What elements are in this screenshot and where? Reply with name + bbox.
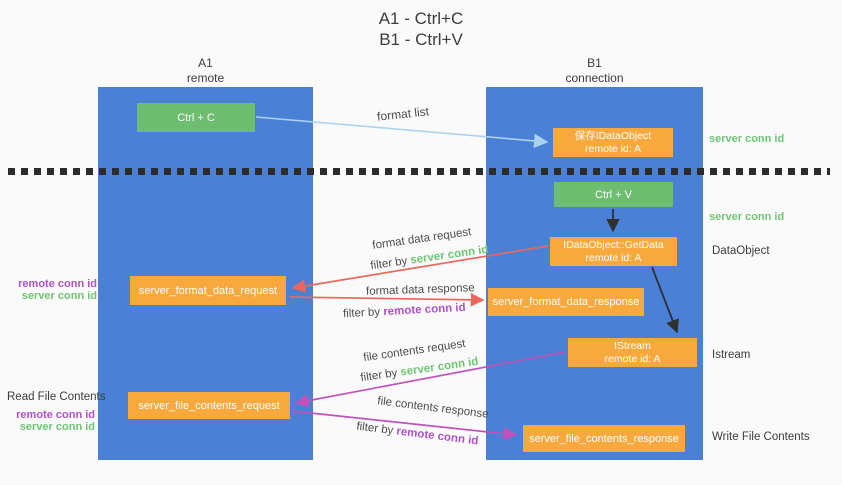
annotation-write-file-contents: Write File Contents [712,431,810,443]
diagram-title: A1 - Ctrl+C B1 - Ctrl+V [0,8,842,50]
annotation-istream: Istream [712,349,751,361]
lane-header-a1: A1 remote [98,56,313,86]
annotation-remote-conn-id-file: remote conn id [16,409,95,421]
node-istream-line2: remote id: A [604,352,661,365]
node-server-format-data-request: server_format_data_request [130,276,286,305]
label-server-conn-id-value: server conn id [409,243,490,267]
lane-a1-subtitle: remote [186,71,225,85]
label-format-data-response-filter: filter by remote conn id [343,302,466,320]
annotation-server-conn-id-format: server conn id [21,290,97,302]
annotation-server-conn-id-file: server conn id [19,421,95,433]
node-save-idataobject-line1: 保存IDataObject [574,129,652,142]
label-remote-conn-id-value: remote conn id [382,301,466,319]
label-format-list: format list [376,104,430,124]
annotation-left-format-ids: remote conn id server conn id [0,278,97,302]
node-idataobject-getdata: IDataObject::GetData remote id: A [550,237,677,266]
node-getdata-line2: remote id: A [585,251,642,264]
lane-a1-name: A1 [198,56,213,70]
annotation-read-file-contents: Read File Contents [7,391,106,403]
node-getdata-line1: IDataObject::GetData [563,238,664,251]
label-server-conn-id-value: server conn id [399,355,480,379]
node-server-format-data-response: server_format_data_response [488,288,644,316]
annotation-server-conn-id-ctrl-v: server conn id [709,211,785,223]
node-istream: IStream remote id: A [568,338,697,367]
node-save-idataobject-line2: remote id: A [584,142,642,155]
arrow-format-data-response [288,293,485,307]
label-file-contents-response-filter: filter by remote conn id [356,421,479,448]
node-save-idataobject: 保存IDataObject remote id: A [553,128,673,157]
label-remote-conn-id-value: remote conn id [395,425,479,448]
node-istream-line1: IStream [614,339,651,352]
node-ctrl-c: Ctrl + C [137,103,255,132]
node-server-file-contents-request: server_file_contents_request [128,392,290,419]
label-format-data-response: format data response [365,282,475,298]
lane-b1-name: B1 [587,56,602,70]
phase-divider-dotted-line [8,168,830,175]
lane-b1-subtitle: connection [565,71,624,85]
label-file-contents-response: file contents response [376,395,490,421]
label-filter-by-prefix: filter by [369,254,412,273]
title-line-a1: A1 - Ctrl+C [378,9,464,28]
annotation-server-conn-id-top: server conn id [709,133,785,145]
node-ctrl-v: Ctrl + V [554,182,673,207]
annotation-left-file-ids: remote conn id server conn id [0,409,95,433]
lane-header-b1: B1 connection [486,56,703,86]
label-filter-by-prefix: filter by [355,420,398,438]
label-filter-by-prefix: filter by [342,306,384,321]
title-line-b1: B1 - Ctrl+V [379,30,463,49]
annotation-dataobject: DataObject [712,245,770,257]
label-filter-by-prefix: filter by [359,366,402,385]
node-server-file-contents-response: server_file_contents_response [523,425,685,452]
annotation-remote-conn-id-format: remote conn id [18,278,97,290]
